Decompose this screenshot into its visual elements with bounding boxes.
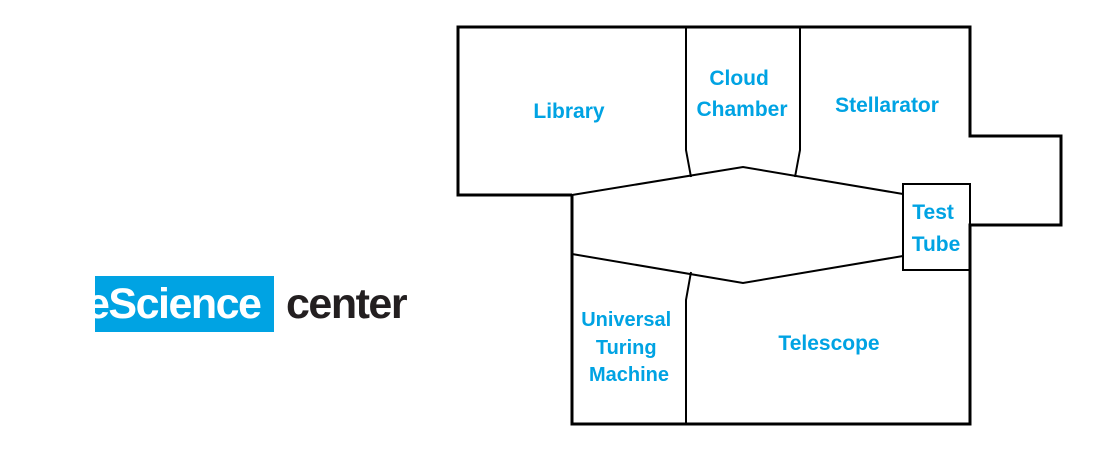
room-label-library: Library xyxy=(533,100,605,123)
logo-center-text: center xyxy=(286,280,408,328)
room-label-universal-turing-machine: Universal Turing Machine xyxy=(581,309,677,386)
wall-hall-bottom xyxy=(571,253,904,285)
room-label-stellarator: Stellarator xyxy=(835,94,939,117)
outer-wall xyxy=(456,25,1063,426)
escience-center-logo: eScience center xyxy=(95,276,408,332)
room-label-cloud-chamber: Cloud Chamber xyxy=(696,67,787,121)
wall-cloudchamber-stellarator xyxy=(794,27,801,178)
wall-library-cloudchamber xyxy=(685,27,692,178)
wall-utm-telescope xyxy=(685,271,692,424)
outer-walls xyxy=(456,25,1063,426)
room-label-test-tube: Test Tube xyxy=(912,201,961,256)
logo-escience-box: eScience xyxy=(95,276,274,332)
room-label-telescope: Telescope xyxy=(778,332,879,355)
interior-walls xyxy=(571,27,971,424)
wall-hall-top xyxy=(571,165,904,196)
test-tube-room xyxy=(902,183,971,271)
